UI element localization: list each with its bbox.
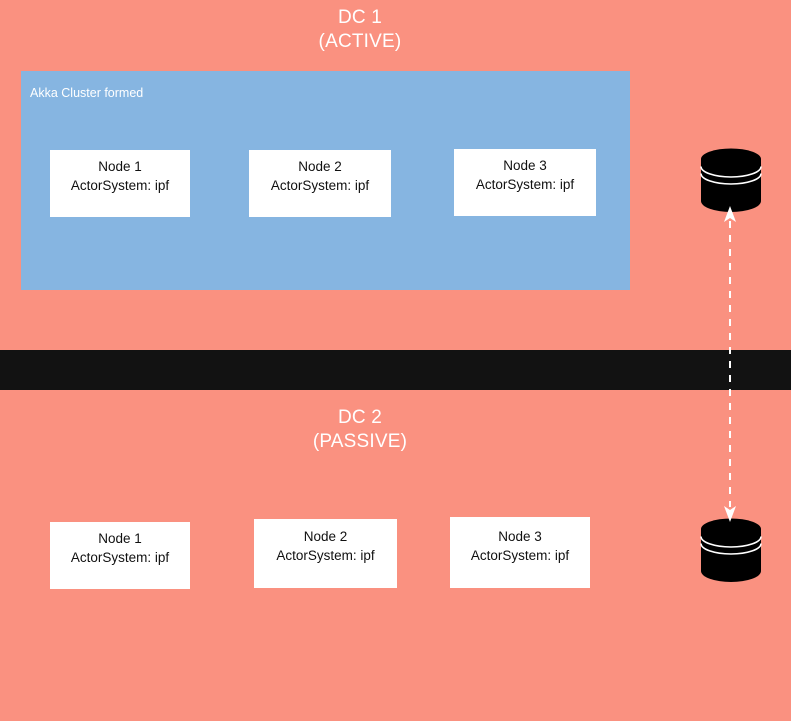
dc2-node-3: Node 3 ActorSystem: ipf bbox=[450, 517, 590, 588]
bidirectional-dashed-arrow-icon bbox=[724, 206, 736, 522]
node-name: Node 3 bbox=[503, 158, 547, 173]
node-name: Node 1 bbox=[98, 531, 142, 546]
dc2-title: DC 2 (PASSIVE) bbox=[0, 406, 720, 454]
node-actorsystem: ActorSystem: ipf bbox=[276, 548, 375, 563]
dc2-node-1: Node 1 ActorSystem: ipf bbox=[50, 522, 190, 589]
dc2-name: DC 2 bbox=[337, 407, 383, 428]
node-actorsystem: ActorSystem: ipf bbox=[475, 177, 575, 192]
dc1-node-2: Node 2 ActorSystem: ipf bbox=[249, 150, 391, 217]
datacenter-divider bbox=[0, 350, 791, 390]
node-name: Node 1 bbox=[98, 159, 142, 174]
dc2-state: (PASSIVE) bbox=[312, 431, 408, 452]
node-actorsystem: ActorSystem: ipf bbox=[270, 178, 370, 193]
database-cylinder-icon bbox=[700, 148, 762, 212]
akka-cluster-label: Akka Cluster formed bbox=[30, 86, 144, 100]
dc1-node-1: Node 1 ActorSystem: ipf bbox=[50, 150, 190, 217]
database-cylinder-icon bbox=[700, 518, 762, 582]
dc1-state: (ACTIVE) bbox=[318, 31, 402, 52]
node-actorsystem: ActorSystem: ipf bbox=[70, 550, 170, 565]
dc2-node-2: Node 2 ActorSystem: ipf bbox=[254, 519, 397, 588]
dc1-node-3: Node 3 ActorSystem: ipf bbox=[454, 149, 596, 216]
node-actorsystem: ActorSystem: ipf bbox=[70, 178, 170, 193]
node-name: Node 2 bbox=[298, 159, 342, 174]
node-name: Node 3 bbox=[498, 529, 542, 544]
dc1-title: DC 1 (ACTIVE) bbox=[0, 6, 720, 54]
node-actorsystem: ActorSystem: ipf bbox=[470, 548, 570, 563]
dc1-name: DC 1 bbox=[337, 7, 383, 28]
node-name: Node 2 bbox=[303, 529, 348, 544]
